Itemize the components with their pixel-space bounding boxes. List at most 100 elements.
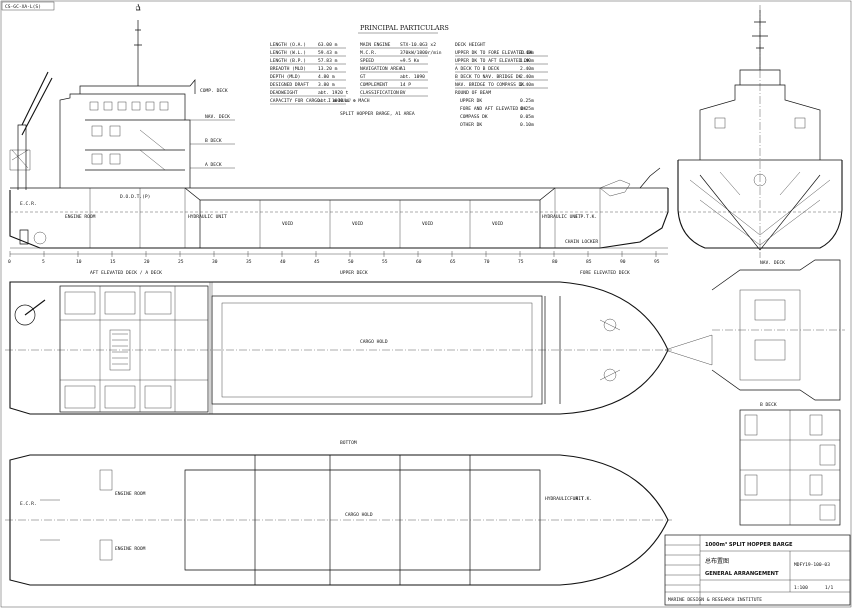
camber-value: 0.10m bbox=[520, 122, 534, 128]
void-label-4: VOID bbox=[492, 221, 503, 227]
frame-number: 90 bbox=[620, 259, 626, 265]
b-deck-plan: B DECK bbox=[739, 402, 841, 526]
pp-right-value: 2.40m bbox=[520, 82, 534, 88]
pp-left-label: DEADWEIGHT bbox=[270, 90, 298, 96]
engine-room-bottom-2: ENGINE ROOM bbox=[115, 546, 146, 552]
pp-right-label: B DECK TO NAV. BRIDGE DK bbox=[455, 74, 522, 80]
pp-left-label: LENGTH (W.L.) bbox=[270, 50, 306, 56]
dodt-label: D.O.D.T.(P) bbox=[120, 194, 150, 200]
pp-left-value: 13.20 m bbox=[318, 66, 338, 72]
nav-deck-plan: NAV. DECK bbox=[664, 259, 845, 401]
frame-number: 15 bbox=[110, 259, 116, 265]
pp-mid-label: COMPLEMENT bbox=[360, 82, 388, 88]
b-deck-label: B DECK bbox=[205, 138, 222, 144]
frame-number: 55 bbox=[382, 259, 388, 265]
ecr-label: E.C.R. bbox=[20, 201, 37, 207]
frame-number: 5 bbox=[42, 259, 45, 265]
pp-mid-label: M.C.R. bbox=[360, 50, 377, 56]
pp-right-value: 1.40m bbox=[520, 50, 534, 56]
pp-mid-label: GT bbox=[360, 74, 366, 80]
frame-number: 65 bbox=[450, 259, 456, 265]
camber-value: 0.25m bbox=[520, 98, 534, 104]
pp-left-value: 57.83 m bbox=[318, 58, 338, 64]
pp-mid-label: CLASSIFICATION bbox=[360, 90, 399, 96]
pp-left-label: DESIGNED DRAFT bbox=[270, 82, 309, 88]
nav-deck-small-title: NAV. DECK bbox=[760, 260, 785, 266]
frame-number: 0 bbox=[8, 259, 11, 265]
pp-left-label: BREADTH (MLD) bbox=[270, 66, 306, 72]
scale-value: 1:100 bbox=[794, 585, 808, 591]
frame-number: 85 bbox=[586, 259, 592, 265]
fptk-bottom: F.P.T.K. bbox=[570, 496, 592, 502]
pp-left-value: 63.00 m bbox=[318, 42, 338, 48]
void-label-2: VOID bbox=[352, 221, 363, 227]
pp-left-label: DEPTH (MLD) bbox=[270, 74, 300, 80]
pp-right-label: NAV. BRIDGE TO COMPASS DK bbox=[455, 82, 524, 88]
engine-room-bottom-1: ENGINE ROOM bbox=[115, 491, 146, 497]
ecr-bottom: E.C.R. bbox=[20, 501, 37, 507]
frame-number: 20 bbox=[144, 259, 150, 265]
title-chinese: 总布置图 bbox=[705, 557, 729, 565]
camber-value: 0.05m bbox=[520, 114, 534, 120]
principal-particulars-heading: PRINCIPAL PARTICULARS bbox=[360, 24, 449, 32]
pp-mid-value: 14 P bbox=[400, 82, 411, 88]
camber-value: 0.25m bbox=[520, 106, 534, 112]
camber-heading: ROUND OF BEAM bbox=[455, 90, 491, 96]
class-notation-1: I ✠ HULL ✠ MACH bbox=[328, 98, 370, 104]
frame-number: 50 bbox=[348, 259, 354, 265]
nav-deck-label: NAV. DECK bbox=[205, 114, 230, 120]
pp-right-label: UPPER DK TO AFT ELEVATED DK bbox=[455, 58, 530, 64]
aft-deck-title: AFT ELEVATED DECK / A DECK bbox=[90, 270, 162, 276]
fore-deck-title: FORE ELEVATED DECK bbox=[580, 270, 630, 276]
drawing-name: GENERAL ARRANGEMENT bbox=[705, 571, 779, 577]
pp-left-value: 3.80 m bbox=[318, 82, 335, 88]
camber-label: UPPER DK bbox=[460, 98, 482, 104]
title-block: 1000m³ SPLIT HOPPER BARGE 总布置图 GENERAL A… bbox=[664, 534, 851, 606]
pp-mid-label: NAVIGATION AREA bbox=[360, 66, 402, 72]
frame-number: 40 bbox=[280, 259, 286, 265]
upper-deck-plan: CARGO HOLD AFT ELEVATED DECK / A DECK UP… bbox=[5, 270, 672, 415]
frame-number: 95 bbox=[654, 259, 660, 265]
pp-mid-value: A1 bbox=[400, 66, 406, 72]
pp-left-label: CAPACITY FOR CARGO bbox=[270, 98, 320, 104]
pp-right-label: UPPER DK TO FORE ELEVATED DK bbox=[455, 50, 533, 56]
hydraulic-unit-label-fore: HYDRAULIC UNIT bbox=[542, 214, 581, 220]
camber-label: OTHER DK bbox=[460, 122, 482, 128]
pp-mid-value: abt. 1090 bbox=[400, 74, 425, 80]
comp-deck-label: COMP. DECK bbox=[200, 88, 228, 94]
pp-mid-label: SPEED bbox=[360, 58, 374, 64]
class-notation-2: SPLIT HOPPER BARGE, A1 AREA bbox=[340, 111, 415, 117]
frame-number: 75 bbox=[518, 259, 524, 265]
midship-section-view bbox=[677, 5, 843, 258]
a-deck-label: A DECK bbox=[205, 162, 222, 168]
void-label-1: VOID bbox=[282, 221, 293, 227]
pp-left-label: LENGTH (O.A.) bbox=[270, 42, 306, 48]
profile-view: COMP. DECK NAV. DECK B DECK A DECK ENGIN… bbox=[9, 3, 669, 255]
void-label-3: VOID bbox=[422, 221, 433, 227]
pp-left-value: 59.43 m bbox=[318, 50, 338, 56]
pp-mid-label: MAIN ENGINE bbox=[360, 42, 391, 48]
chain-locker-label: CHAIN LOCKER bbox=[565, 239, 598, 245]
pp-right-value: 2.40m bbox=[520, 66, 534, 72]
hydraulic-unit-bottom: HYDRAULIC UNIT bbox=[545, 496, 584, 502]
drawing-number: MDFY19-100-03 bbox=[794, 562, 830, 568]
pp-mid-value: BV bbox=[400, 90, 406, 96]
fptk-label: F.P.T.K. bbox=[575, 214, 597, 220]
sheet-value: 1/1 bbox=[825, 585, 834, 591]
frame-number: 45 bbox=[314, 259, 320, 265]
frame-number: 70 bbox=[484, 259, 490, 265]
pp-left-label: LENGTH (B.P.) bbox=[270, 58, 306, 64]
pp-mid-value: 370kW/1800r/min bbox=[400, 50, 442, 56]
frame-number: 60 bbox=[416, 259, 422, 265]
engine-room-label: ENGINE ROOM bbox=[65, 214, 96, 220]
camber-label: FORE AND AFT ELEVATED DK bbox=[460, 106, 527, 112]
principal-particulars-table: PRINCIPAL PARTICULARS LENGTH (O.A.) 63.00… bbox=[270, 24, 548, 128]
corner-drawing-no: CS-GC-XA-L(S) bbox=[5, 4, 41, 10]
frame-number: 35 bbox=[246, 259, 252, 265]
frame-number: 10 bbox=[76, 259, 82, 265]
frame-number: 80 bbox=[552, 259, 558, 265]
hydraulic-unit-label-aft: HYDRAULIC UNIT bbox=[188, 214, 227, 220]
deck-heights-heading: DECK HEIGHT bbox=[455, 42, 486, 48]
cargo-hold-label-bottom: CARGO HOLD bbox=[345, 512, 373, 518]
